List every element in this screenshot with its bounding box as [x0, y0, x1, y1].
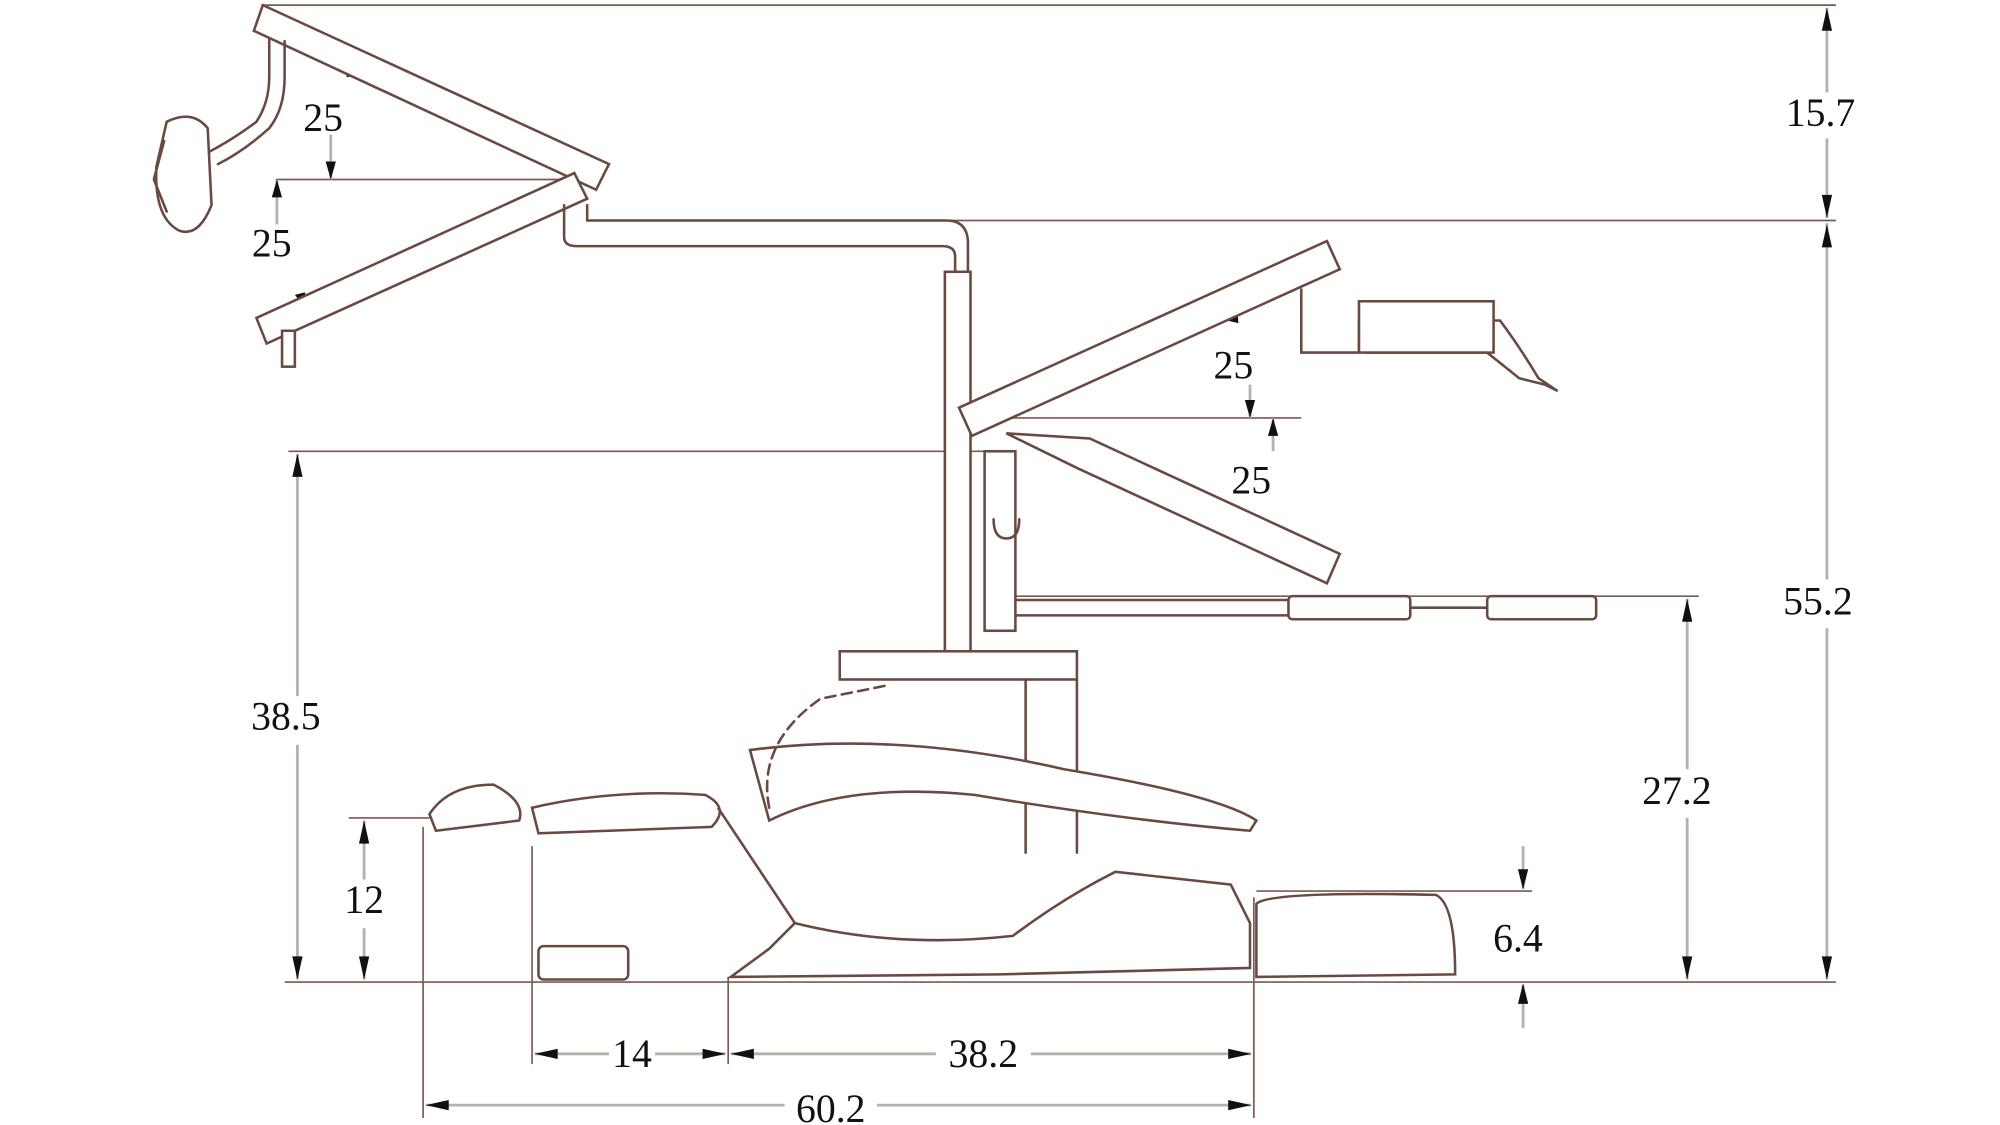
operating-light — [152, 3, 970, 368]
angle-tray-down: 25 — [1231, 459, 1271, 503]
post-and-tray-arm — [943, 239, 1598, 658]
arrowheads — [271, 7, 1833, 1111]
dimension-labels: 15.7 55.2 38.5 12 27.2 6.4 14 38.2 60.2 … — [251, 91, 1855, 1125]
dim-6-4: 6.4 — [1493, 916, 1543, 960]
dim-38-2: 38.2 — [949, 1032, 1019, 1076]
dim-27-2: 27.2 — [1642, 769, 1712, 813]
angle-tray-up: 25 — [1213, 343, 1253, 387]
dim-38-5: 38.5 — [251, 695, 321, 739]
dental-chair — [428, 650, 1457, 981]
dim-12: 12 — [344, 878, 384, 922]
angle-light-down: 25 — [252, 222, 292, 266]
dim-55-2: 55.2 — [1783, 579, 1853, 623]
angle-light-up: 25 — [303, 96, 343, 140]
dim-60-2: 60.2 — [796, 1087, 866, 1125]
dim-15-7: 15.7 — [1786, 91, 1856, 135]
dim-14: 14 — [612, 1032, 652, 1076]
